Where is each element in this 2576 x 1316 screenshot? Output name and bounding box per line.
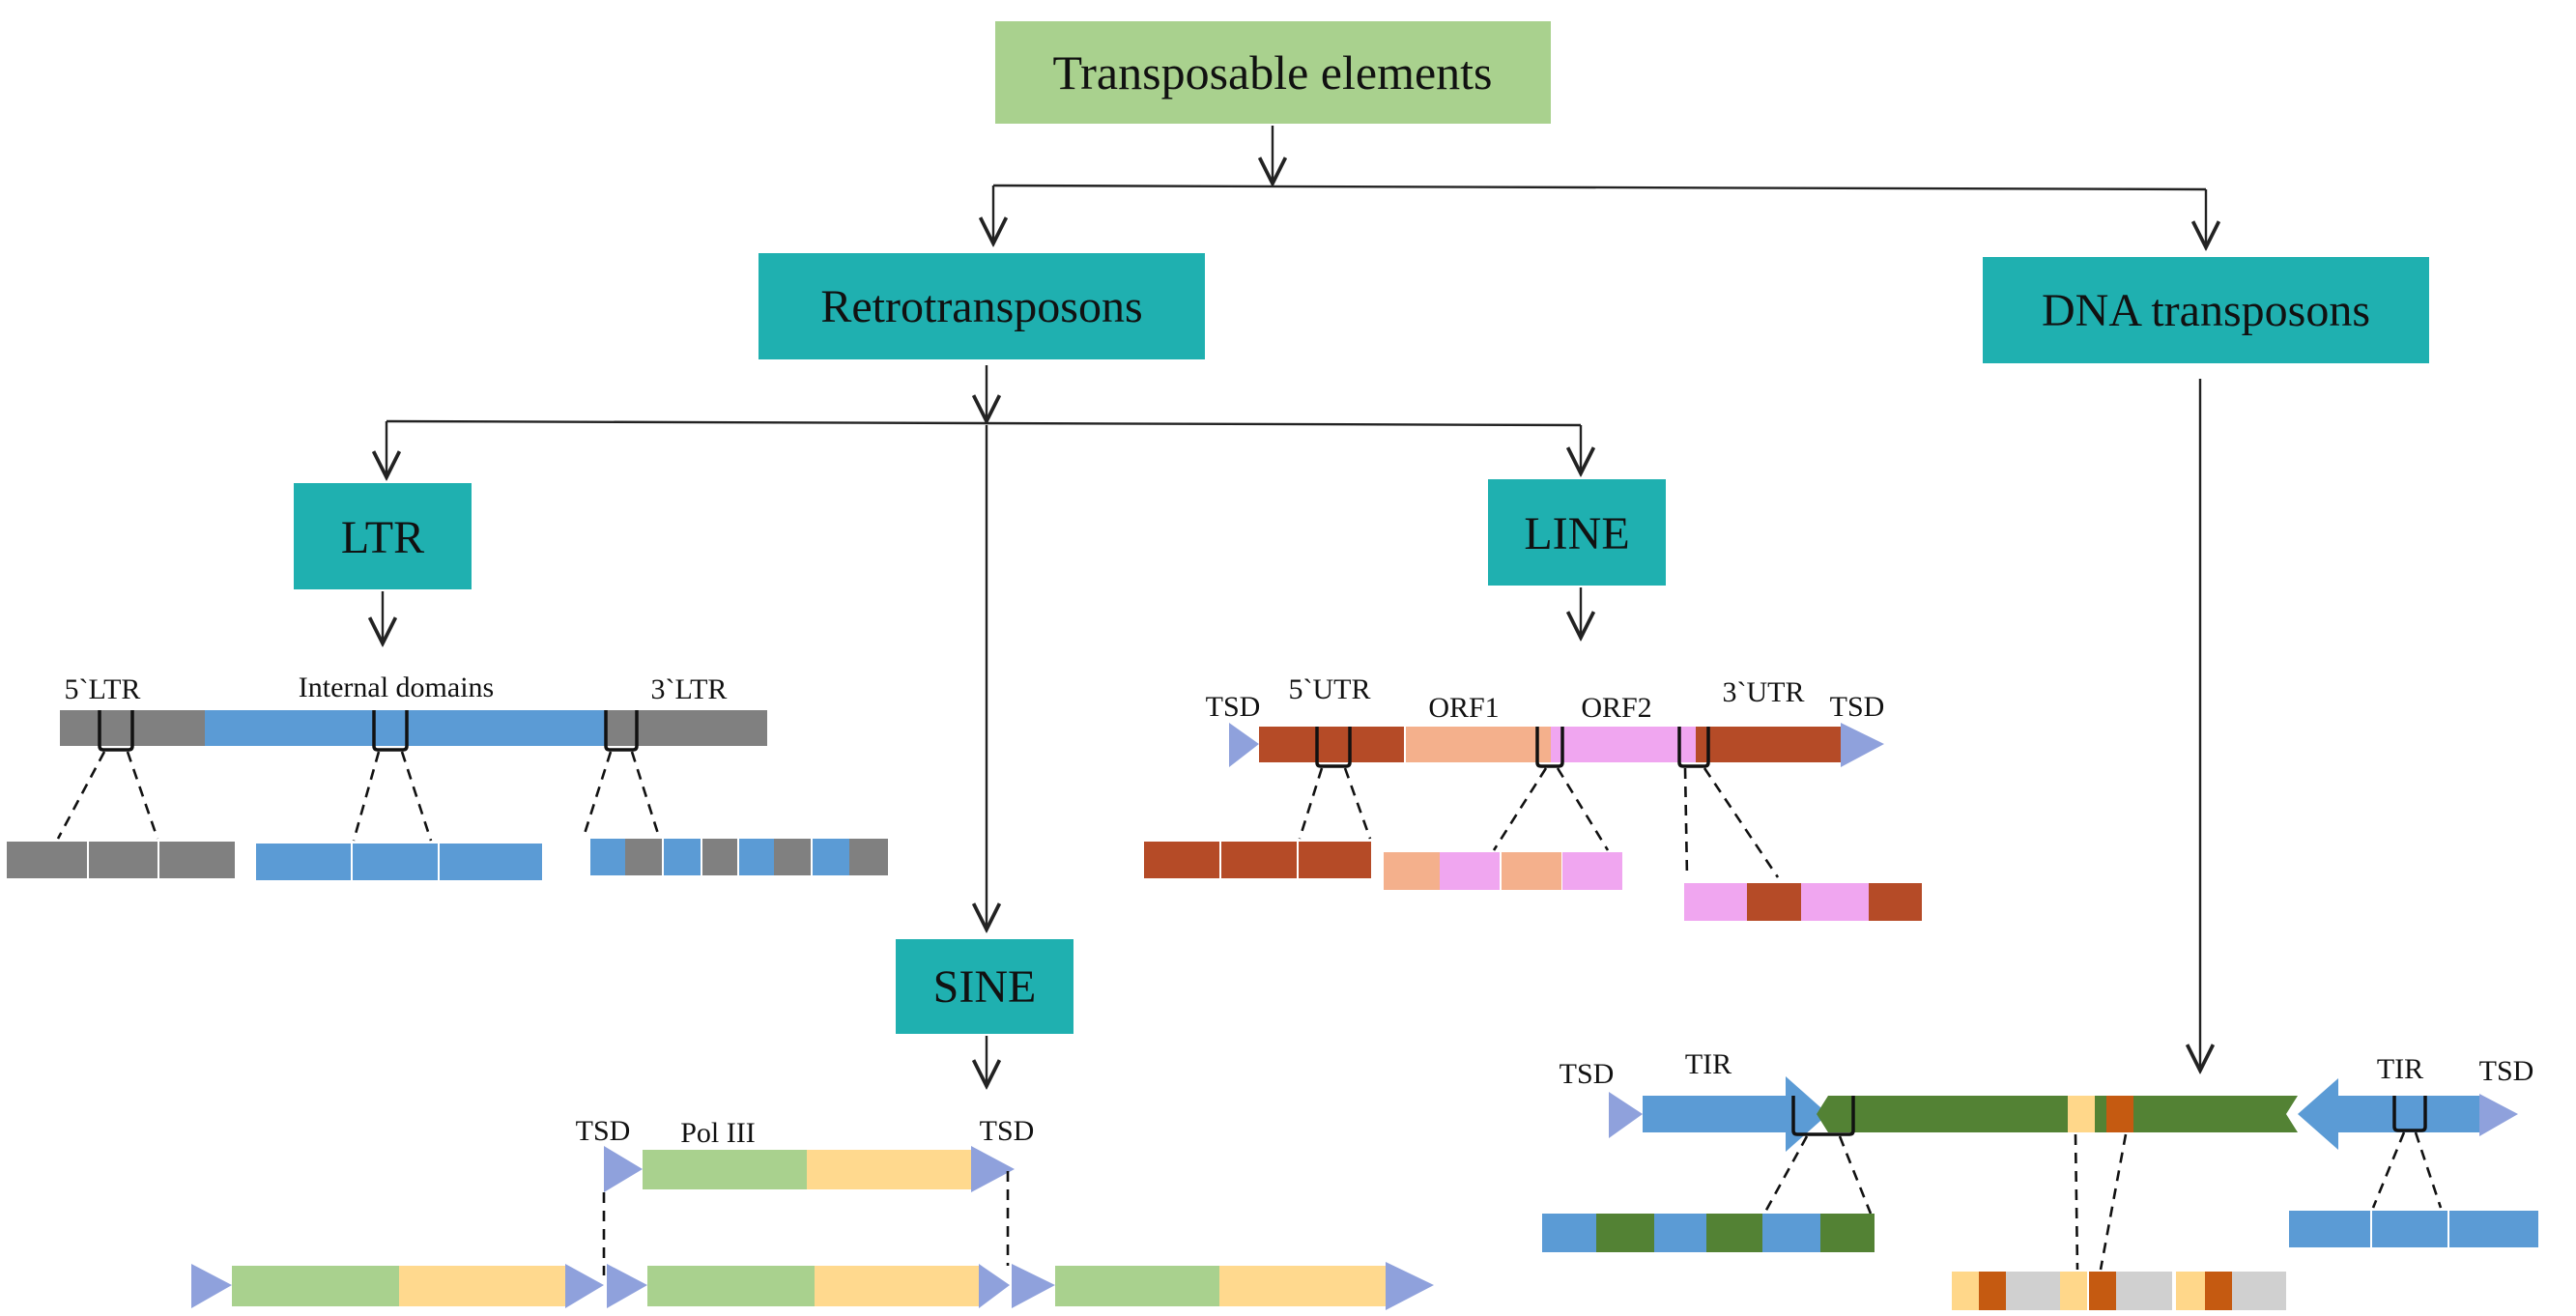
five-utr-label: 5`UTR: [1289, 673, 1371, 705]
ltr-zoom-blue: [254, 842, 544, 882]
title-node: Transposable elements: [995, 21, 1551, 124]
tir-left-arrow: [1643, 1076, 1828, 1152]
ltr-brackets: [98, 710, 639, 752]
dna-transposons-label: DNA transposons: [2042, 285, 2370, 336]
pol3-segment: [643, 1150, 807, 1189]
dna-transposons-node: DNA transposons: [1983, 257, 2429, 363]
title-text: Transposable elements: [1052, 45, 1492, 100]
line-zoom-utr: [1684, 883, 1922, 921]
sine-label: SINE: [933, 961, 1037, 1013]
three-ltr-label: 3`LTR: [651, 673, 728, 705]
ltr-zoom-mixed: [590, 839, 888, 875]
line-brackets: [1315, 727, 1710, 768]
tir-right-arrow: [2298, 1078, 2479, 1150]
ltr-zoom-gray: [5, 840, 237, 880]
top-branch-line: [992, 184, 2207, 191]
dna-brackets: [1791, 1096, 2427, 1136]
line-tsd-right-triangle: [1841, 723, 1884, 767]
orf1-label: ORF1: [1428, 692, 1499, 724]
line-zoom-orf: [1384, 852, 1622, 890]
retrotransposons-label: Retrotransposons: [820, 281, 1142, 332]
hierarchy-connectors: [383, 126, 2206, 1086]
dna-tsd-left-triangle: [1609, 1092, 1643, 1138]
internal-domains-label: Internal domains: [299, 672, 494, 703]
dna-tsd-left-label: TSD: [1560, 1058, 1615, 1090]
body-yellow-mark: [2068, 1096, 2095, 1132]
line-node: LINE: [1488, 479, 1666, 586]
three-utr-segment: [1696, 727, 1841, 762]
sine-tail-segment: [807, 1150, 971, 1189]
dna-zoom-lines: [1762, 1131, 2443, 1271]
line-tsd-left-label: TSD: [1206, 691, 1261, 723]
tir-right-label: TIR: [2377, 1053, 2423, 1085]
sine-tsd-left-label: TSD: [576, 1115, 631, 1147]
ltr-node: LTR: [294, 483, 472, 589]
body-orange-mark: [2106, 1096, 2133, 1132]
sine-insertion-lines: [602, 1171, 1010, 1275]
sine-genome-track: [191, 1262, 1434, 1310]
orf2-segment: [1551, 727, 1696, 762]
sine-structure: TSD Pol III TSD: [191, 1115, 1434, 1310]
ltr-zoom-lines: [56, 751, 661, 842]
line-label: LINE: [1524, 508, 1629, 559]
three-utr-label: 3`UTR: [1723, 676, 1805, 708]
line-zoom-lines: [1298, 767, 1780, 878]
ltr-label: LTR: [341, 512, 424, 563]
internal-domains-segment: [205, 710, 605, 746]
sine-node: SINE: [896, 939, 1073, 1034]
dna-zoom-middle: [1952, 1272, 2286, 1310]
five-ltr-label: 5`LTR: [65, 673, 141, 705]
dna-zoom-right: [2287, 1209, 2540, 1249]
ltr-structure: 5`LTR Internal domains 3`LTR: [5, 672, 888, 882]
dna-tsd-right-triangle: [2479, 1094, 2518, 1136]
tir-left-label: TIR: [1685, 1048, 1732, 1080]
line-tsd-left-triangle: [1229, 723, 1259, 767]
three-ltr-segment: [605, 710, 767, 746]
pol3-label: Pol III: [680, 1117, 756, 1149]
line-structure: TSD 5`UTR ORF1 ORF2 3`UTR TSD: [1142, 673, 1922, 921]
orf2-label: ORF2: [1581, 692, 1651, 724]
retro-branch-line: [386, 419, 1582, 427]
retrotransposons-node: Retrotransposons: [758, 253, 1205, 359]
sine-tsd-right-label: TSD: [980, 1115, 1035, 1147]
dna-zoom-left: [1542, 1214, 1875, 1252]
five-utr-segment: [1259, 727, 1404, 762]
orf1-segment: [1406, 727, 1551, 762]
line-tsd-right-label: TSD: [1830, 691, 1885, 723]
dna-tsd-right-label: TSD: [2479, 1055, 2534, 1087]
dna-structure: TSD TIR TIR TSD: [1542, 1048, 2540, 1310]
line-zoom-brown: [1142, 840, 1373, 880]
transposase-body: [1817, 1096, 2298, 1132]
sine-tsd-left-triangle: [604, 1146, 643, 1192]
sine-tsd-right-triangle: [971, 1146, 1015, 1192]
